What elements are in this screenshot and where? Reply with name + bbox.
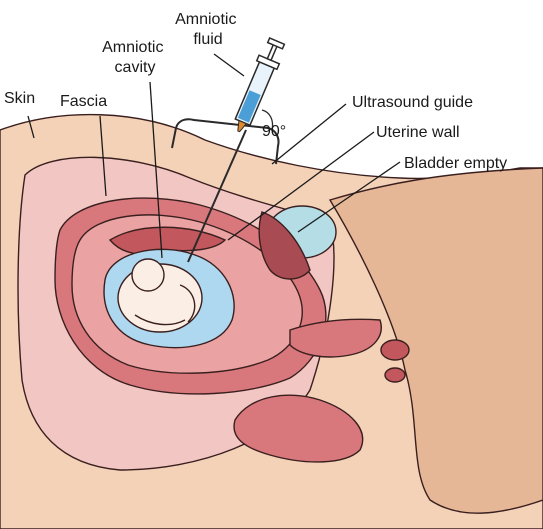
label-ultrasound-guide: Ultrasound guide (352, 94, 473, 111)
label-amniotic-fluid-line1: Amniotic (175, 11, 236, 28)
label-fascia: Fascia (60, 93, 107, 110)
label-amniotic-fluid-line2: fluid (193, 31, 222, 48)
label-amniotic-cavity-line2: cavity (115, 59, 156, 76)
label-uterine-wall: Uterine wall (376, 124, 460, 141)
label-bladder-empty: Bladder empty (404, 155, 507, 172)
label-amniotic-cavity: Amniotic cavity (102, 39, 168, 76)
bowel-loop (381, 340, 409, 360)
label-amniotic-cavity-line1: Amniotic (102, 39, 163, 56)
label-angle: 90° (262, 123, 286, 140)
leader-amniotic-fluid (214, 54, 244, 76)
syringe (229, 37, 288, 136)
label-skin: Skin (4, 90, 35, 107)
bowel-loop-2 (385, 368, 405, 382)
label-amniotic-fluid: Amniotic fluid (175, 11, 241, 48)
